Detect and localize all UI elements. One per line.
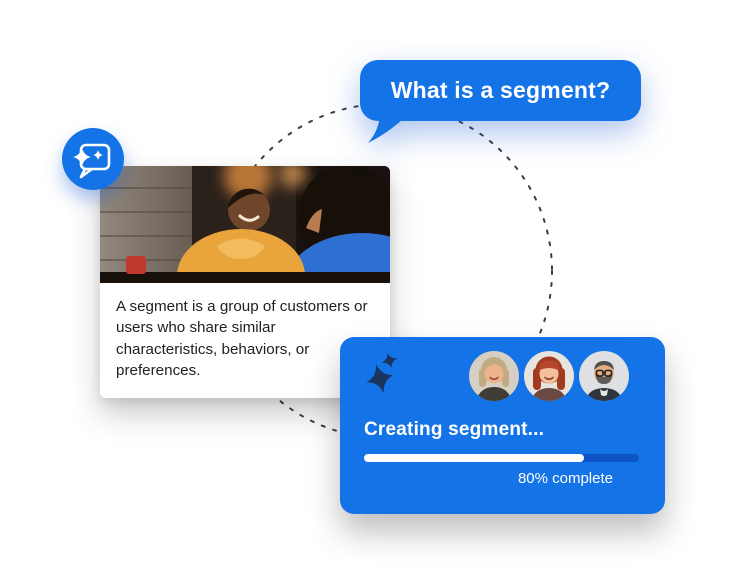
question-bubble-tail [368, 115, 402, 143]
avatar-man-glasses-beard [579, 351, 629, 401]
avatar-woman-red-hair [524, 351, 574, 401]
progress-bar-fill [364, 454, 584, 462]
question-bubble: What is a segment? [360, 60, 641, 143]
progress-title: Creating segment... [364, 419, 545, 440]
ai-assistant-chat-sparkle-icon [62, 128, 124, 190]
progress-label: 80% complete [517, 470, 613, 487]
definition-card: A segment is a group of customers or use… [100, 166, 390, 399]
segment-progress-card: Creating segment... 80% complete [340, 337, 665, 514]
question-bubble-text: What is a segment? [390, 77, 611, 103]
sparkles-icon [366, 353, 398, 394]
progress-bar-track [364, 454, 639, 462]
collaboration-photo-graphic [100, 166, 390, 283]
collaboration-photo [100, 166, 390, 283]
avatar-woman-gray-hair [469, 351, 519, 401]
dashed-circle-decoration [217, 103, 553, 439]
definition-text: A segment is a group of customers or use… [116, 298, 368, 379]
avatar-group [469, 351, 629, 401]
